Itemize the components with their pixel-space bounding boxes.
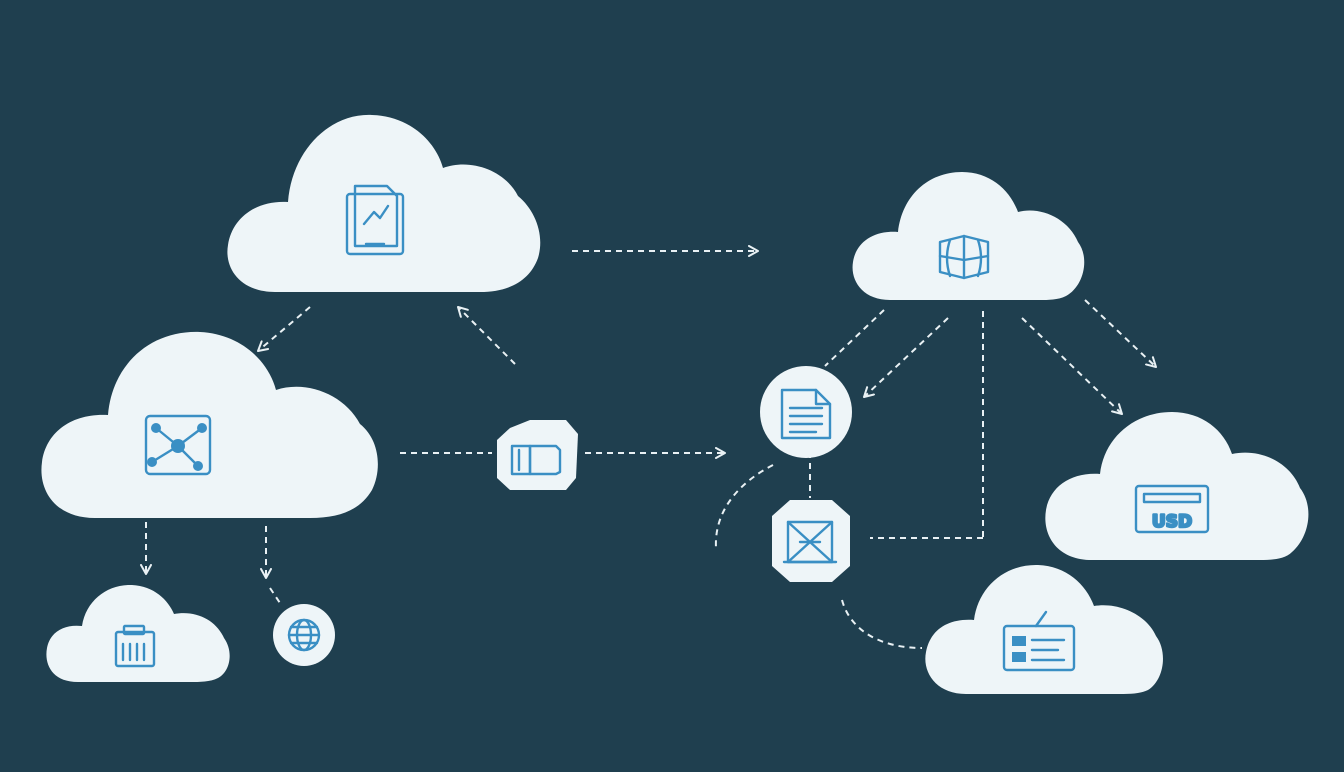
badge-book-node[interactable] (497, 420, 578, 490)
currency-card-icon: USD (1134, 484, 1210, 534)
id-card-icon (1002, 610, 1076, 672)
connector-global-outbound (1084, 299, 1157, 368)
badge-document-node[interactable] (760, 366, 852, 458)
network-hub-icon (144, 414, 212, 476)
currency-label: USD (1152, 512, 1192, 532)
cloud-network-node[interactable] (41, 331, 378, 518)
book-icon (510, 444, 562, 476)
connector-book-to-analytics (457, 306, 516, 365)
badge-structure-node[interactable] (772, 500, 850, 582)
connector-document-curve (714, 464, 774, 549)
cloud-storage-node[interactable] (46, 584, 230, 682)
bridge-structure-icon (782, 520, 838, 564)
cloud-media-node[interactable] (925, 564, 1163, 694)
document-icon (780, 388, 832, 440)
tablet-chart-icon (345, 184, 405, 256)
connectors (140, 245, 1157, 649)
connector-global-to-document-a (824, 309, 885, 367)
cube-globe-icon (938, 234, 990, 280)
connector-global-to-document-b (863, 317, 949, 398)
badge-globe-small-node[interactable] (273, 604, 335, 666)
connector-analytics-to-network (257, 306, 311, 352)
cloud-analytics-node[interactable] (227, 114, 541, 292)
connector-structure-to-media (841, 599, 923, 649)
building-icon (114, 624, 156, 668)
globe-icon (287, 618, 321, 652)
connector-globe-tail (269, 587, 283, 607)
cloud-currency-node[interactable]: USD (1045, 412, 1309, 560)
connector-global-to-currency (1021, 317, 1123, 415)
cloud-global-node[interactable] (852, 172, 1085, 300)
